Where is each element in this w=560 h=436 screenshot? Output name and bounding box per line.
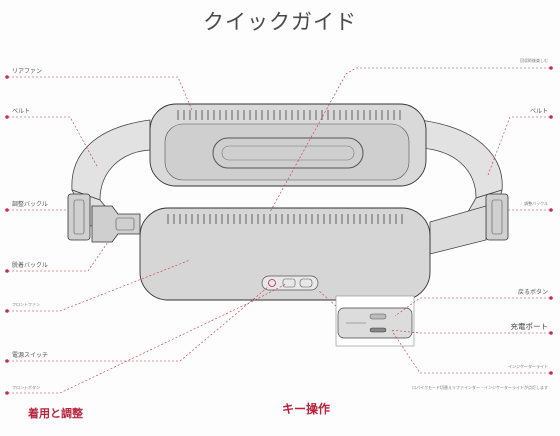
rear-fan-grille	[177, 110, 401, 120]
label-front-fan: フロントファン	[12, 302, 40, 307]
label-adjust-buckle-left: 調整バックル	[12, 201, 48, 208]
adjust-buckle-left-shape	[67, 193, 91, 241]
front-fan-grille	[167, 214, 403, 224]
label-top-right-note: 回収術後楽しむ	[520, 58, 548, 63]
label-adjust-buckle-right: 調整バックル	[524, 201, 548, 206]
adjust-buckle-right-shape	[485, 193, 509, 241]
label-charge-port: 充電ポート	[510, 322, 549, 331]
label-removable-buckle: 脱着バックル	[12, 262, 48, 269]
rear-unit-slot	[212, 137, 364, 169]
label-belt-right: ベルト	[529, 108, 548, 115]
label-power-switch: 電源スイッチ	[12, 352, 49, 359]
front-button-cluster	[261, 275, 319, 291]
callout-lines	[8, 67, 550, 394]
label-indicator-note: ロバイクモード切替えリファインダー・インジケーターライトが点灯します	[412, 385, 548, 390]
belt-rear-right	[419, 119, 503, 199]
label-rear-fan: リアファン	[12, 68, 43, 75]
removable-buckle-shape	[91, 205, 141, 243]
section-wear-adjust: 着用と調整	[28, 407, 83, 420]
label-front-button: フロントボタン	[12, 385, 40, 390]
power-switch-shape	[268, 279, 276, 287]
page-title: クイックガイド	[203, 10, 357, 34]
label-back-button: 戻るボタン	[517, 289, 548, 296]
detail-inset	[335, 295, 415, 347]
section-key-operation: キー操作	[282, 402, 331, 416]
label-belt-left: ベルト	[12, 108, 31, 115]
callout-dots	[5, 66, 553, 395]
belt-rear	[71, 119, 151, 201]
front-unit	[139, 207, 431, 301]
label-indicator: インジケーターライト	[508, 364, 548, 369]
rear-unit-panel	[164, 123, 410, 181]
